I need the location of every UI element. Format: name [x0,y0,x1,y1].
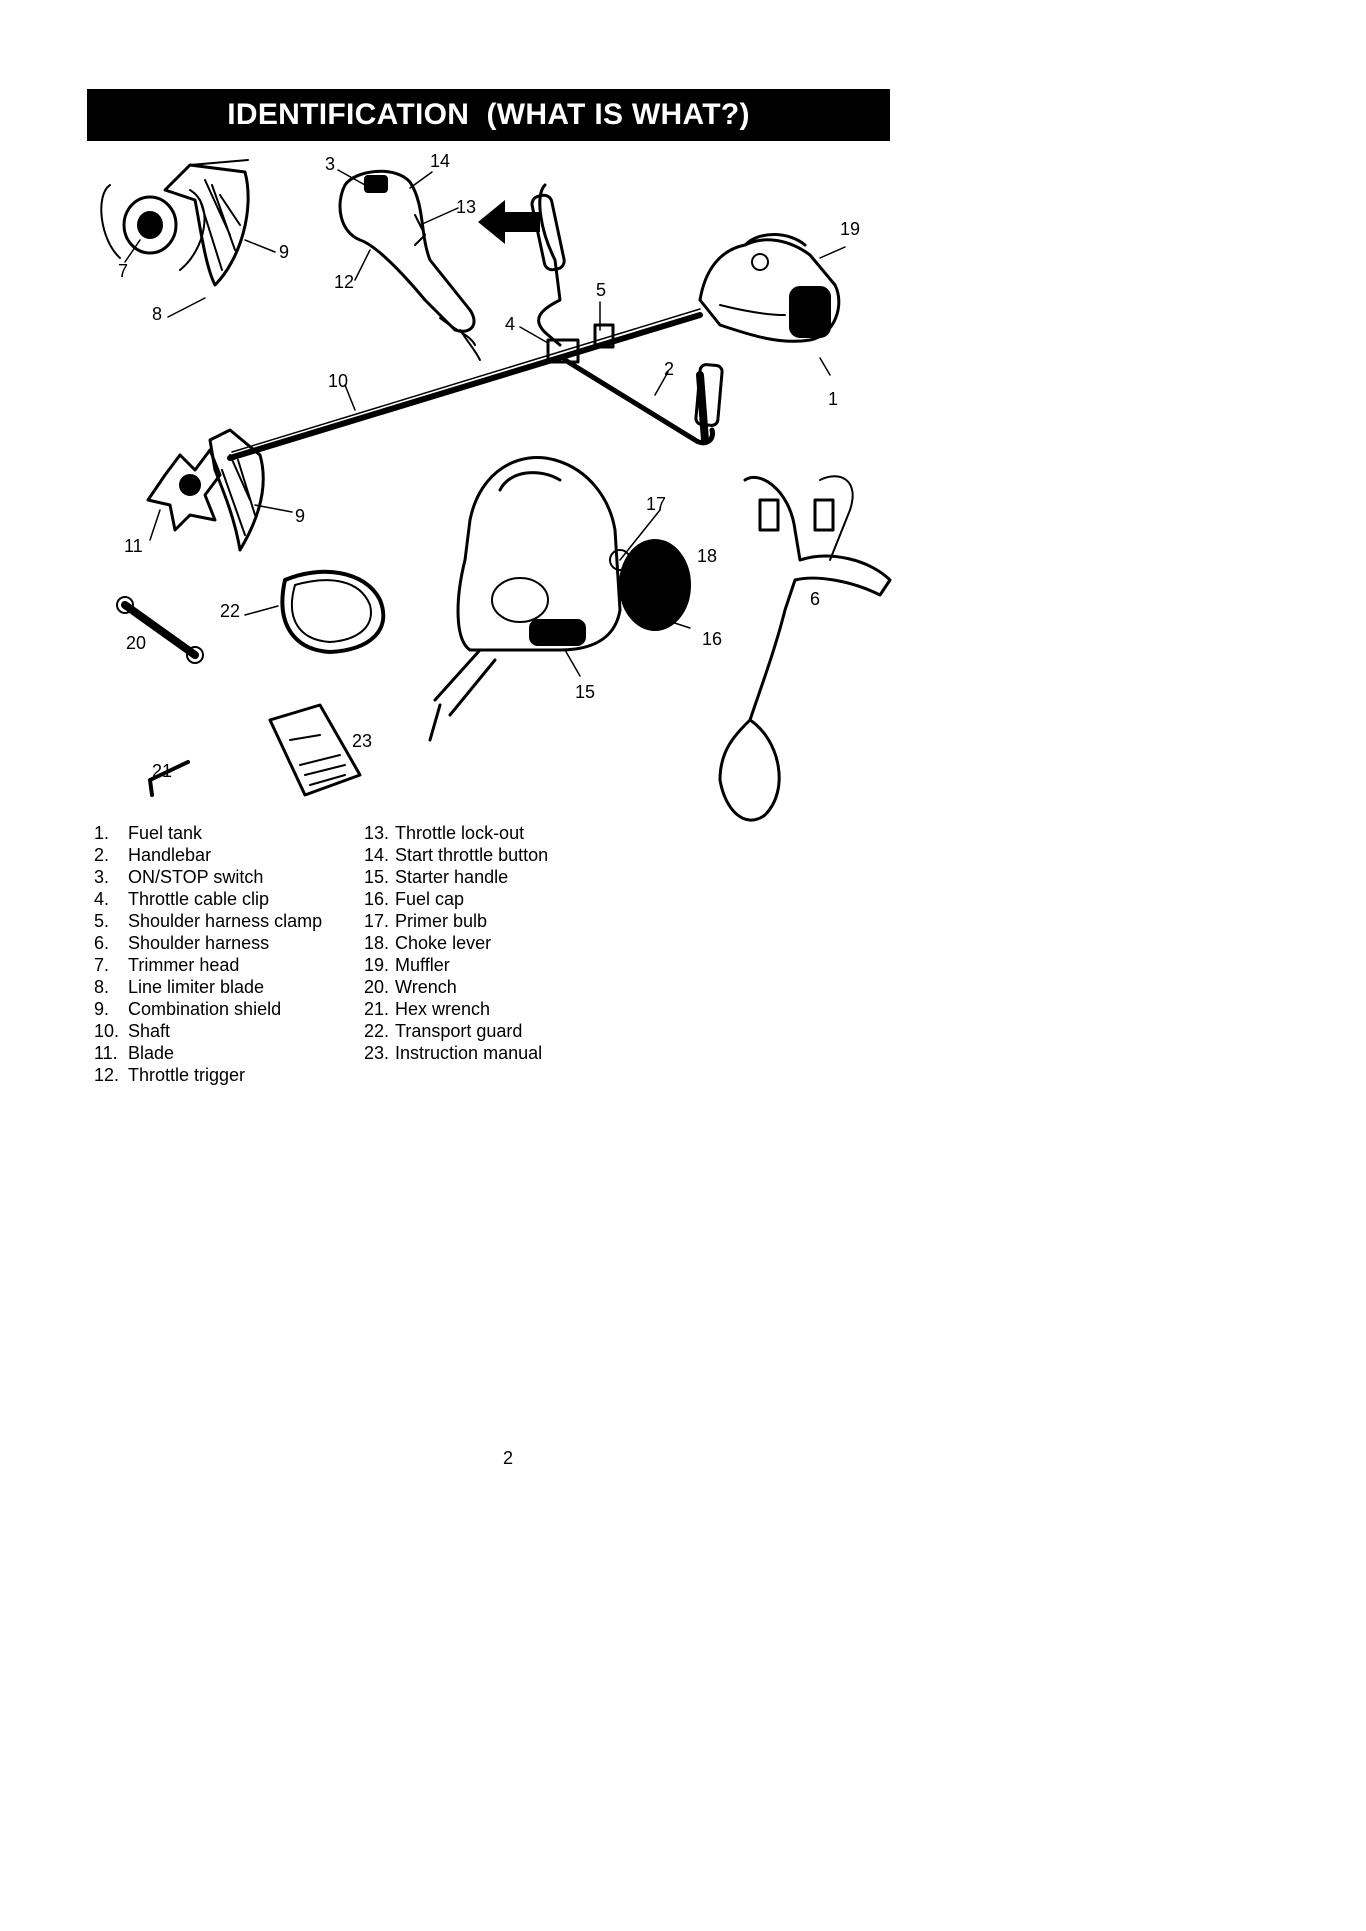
list-item: 6.Shoulder harness [94,933,270,953]
callout-14: 14 [430,151,451,171]
parts-list: 1.Fuel tank 2.Handlebar 3.ON/STOP switch… [94,823,614,1087]
hex-wrench-illustration [148,760,190,797]
throttle-handle-illustration [338,169,481,361]
list-item: 15.Starter handle [364,867,509,887]
callout-1: 1 [828,389,839,409]
callout-21: 21 [152,761,173,781]
list-item: 22.Transport guard [364,1021,523,1041]
callout-16: 16 [702,629,723,649]
list-item: 7.Trimmer head [94,955,240,975]
callout-13: 13 [456,197,477,217]
callout-2: 2 [664,359,675,379]
list-item: 5.Shoulder harness clamp [94,911,323,931]
list-item: 14.Start throttle button [364,845,549,865]
callout-18: 18 [697,546,718,566]
callout-9-top: 9 [279,242,290,262]
engine-illustration [698,233,841,343]
callout-9-bottom: 9 [295,506,306,526]
list-item: 17.Primer bulb [364,911,488,931]
wrench-illustration [116,596,204,664]
list-item: 10.Shaft [94,1021,171,1041]
page-number: 2 [503,1448,514,1468]
callout-5: 5 [596,280,607,300]
shoulder-harness-illustration [718,475,892,822]
list-item: 1.Fuel tank [94,823,203,843]
shaft-illustration [227,183,724,461]
callout-3: 3 [325,154,336,174]
list-item: 19.Muffler [364,955,450,975]
transport-guard-illustration [280,569,386,654]
callout-7: 7 [118,261,129,281]
callout-4: 4 [505,314,516,334]
list-item: 12.Throttle trigger [94,1065,246,1085]
callout-10: 10 [328,371,349,391]
trimmer-head-illustration [100,159,250,287]
arrow-icon [478,200,540,244]
manual-illustration [268,703,362,797]
callout-20: 20 [126,633,147,653]
callout-17: 17 [646,494,667,514]
list-item: 18.Choke lever [364,933,492,953]
callout-11: 11 [124,536,143,556]
callout-19: 19 [840,219,861,239]
callout-8: 8 [152,304,163,324]
leader-lines [124,169,846,677]
list-item: 2.Handlebar [94,845,212,865]
callout-22: 22 [220,601,241,621]
list-item: 4.Throttle cable clip [94,889,270,909]
list-item: 16.Fuel cap [364,889,465,909]
list-item: 23.Instruction manual [364,1043,543,1063]
list-item: 21.Hex wrench [364,999,491,1019]
list-item: 8.Line limiter blade [94,977,265,997]
callout-12: 12 [334,272,355,292]
page-title: IDENTIFICATION (WHAT IS WHAT?) [87,89,890,141]
list-item: 13.Throttle lock-out [364,823,525,843]
list-item: 9.Combination shield [94,999,282,1019]
callout-6: 6 [810,589,821,609]
list-item: 20.Wrench [364,977,457,997]
blade-illustration [146,428,265,552]
callout-15: 15 [575,682,596,702]
list-item: 3.ON/STOP switch [94,867,264,887]
callout-23: 23 [352,731,373,751]
list-item: 11.Blade [94,1043,175,1063]
